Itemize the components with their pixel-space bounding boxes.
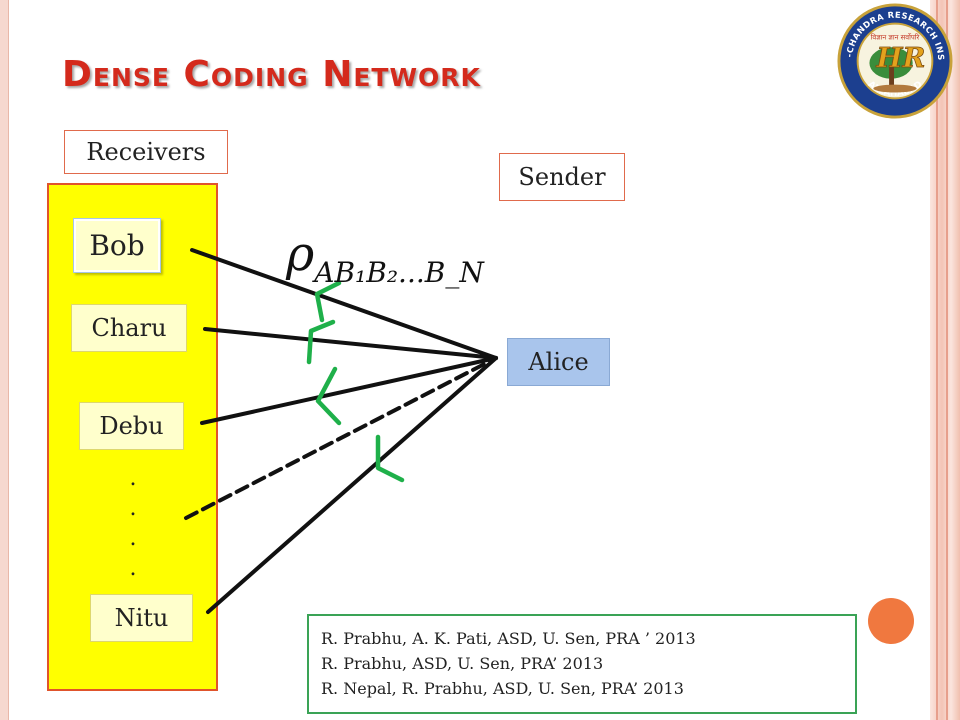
edge-charu-alice bbox=[203, 327, 498, 360]
logo-monogram: HR bbox=[875, 42, 925, 74]
edge-bob-alice bbox=[190, 248, 498, 360]
sender-label: Sender bbox=[499, 153, 625, 201]
ellipsis-dot: . bbox=[129, 496, 137, 521]
edge-dashed-alice bbox=[184, 356, 498, 520]
logo-script-text: विज्ञान ज्ञान सर्वोपरि bbox=[871, 32, 920, 41]
node-bob: Bob bbox=[73, 218, 161, 273]
reference-item: R. Prabhu, ASD, U. Sen, PRA’ 2013 bbox=[321, 654, 604, 673]
receivers-label: Receivers bbox=[64, 130, 228, 174]
reference-item: R. Nepal, R. Prabhu, ASD, U. Sen, PRA’ 2… bbox=[321, 679, 684, 698]
annotation-mark-nitu bbox=[375, 434, 405, 483]
annotation-mark-charu bbox=[306, 319, 336, 365]
slide-left-border bbox=[0, 0, 9, 720]
slide-right-border bbox=[930, 0, 960, 720]
rho-symbol: ρ bbox=[286, 226, 315, 282]
logo-tree-icon bbox=[869, 47, 917, 93]
edge-nitu-alice bbox=[206, 356, 498, 614]
references-box: R. Prabhu, A. K. Pati, ASD, U. Sen, PRA … bbox=[307, 614, 857, 714]
slide-title: Dense Coding Network bbox=[62, 54, 481, 95]
node-alice: Alice bbox=[507, 338, 610, 386]
node-debu: Debu bbox=[79, 402, 184, 450]
annotation-mark-debu bbox=[315, 366, 342, 426]
quantum-state-label: ρAB₁B₂...B_N bbox=[286, 226, 484, 289]
node-charu: Charu bbox=[71, 304, 187, 352]
ellipsis-dot: . bbox=[129, 466, 137, 491]
state-subscript: AB₁B₂...B_N bbox=[314, 256, 484, 289]
accent-circle bbox=[868, 598, 914, 644]
ellipsis-dot: . bbox=[129, 526, 137, 551]
node-nitu: Nitu bbox=[90, 594, 193, 642]
ellipsis-dot: . bbox=[129, 556, 137, 581]
reference-item: R. Prabhu, A. K. Pati, ASD, U. Sen, PRA … bbox=[321, 629, 696, 648]
edge-debu-alice bbox=[200, 356, 498, 425]
annotation-mark-bob bbox=[314, 280, 342, 323]
ellipsis-dots: . . . . bbox=[118, 468, 148, 580]
institute-logo: HARISH-CHANDRA RESEARCH INSTITUTE ALLAHA… bbox=[836, 2, 953, 119]
